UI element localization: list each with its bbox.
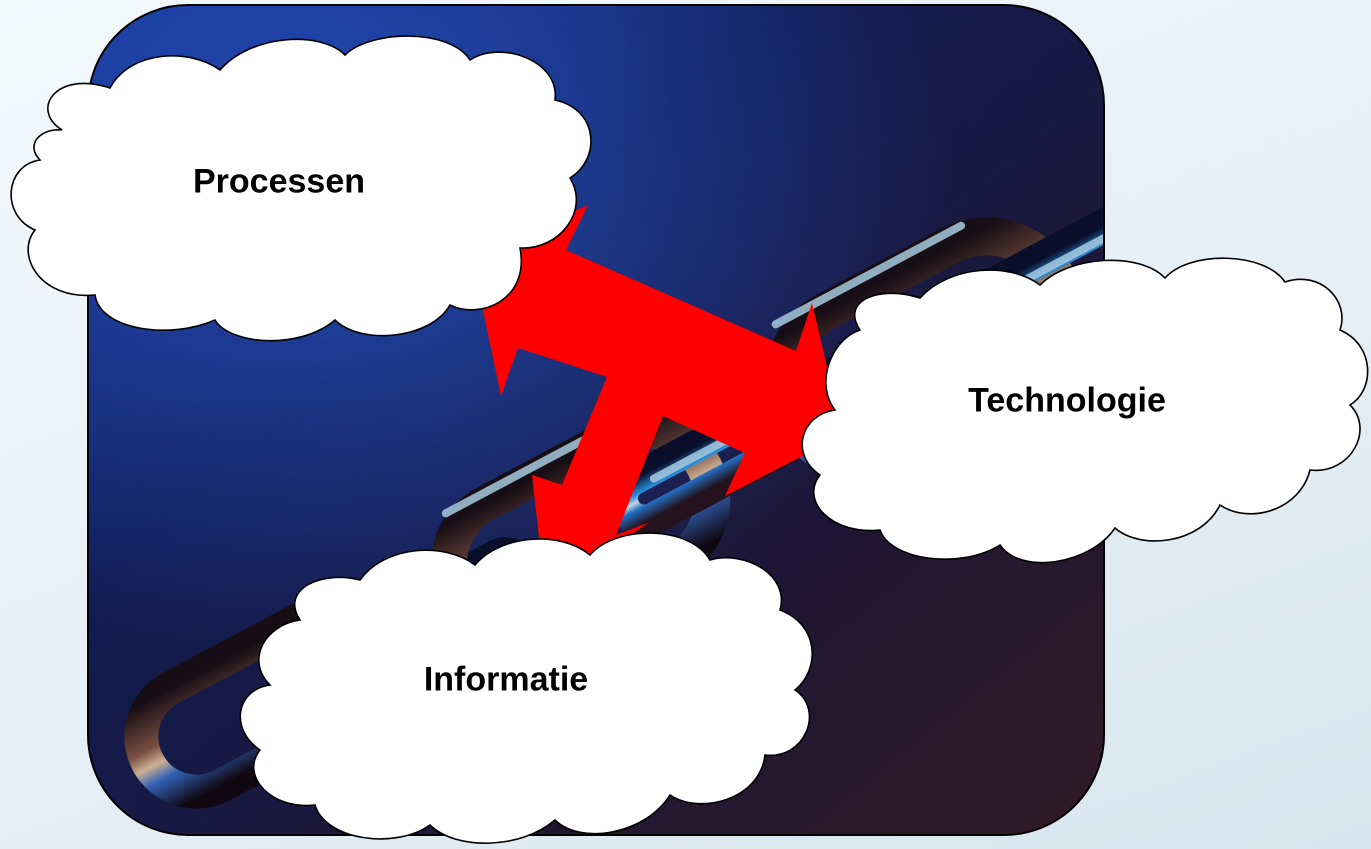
cloud-informatie bbox=[239, 532, 813, 844]
label-technologie: Technologie bbox=[968, 381, 1166, 420]
label-processen: Processen bbox=[193, 162, 365, 201]
label-informatie: Informatie bbox=[423, 660, 589, 699]
three-way-arrow bbox=[472, 205, 843, 590]
cloud-technologie bbox=[801, 257, 1369, 564]
cloud-processen bbox=[10, 35, 592, 342]
